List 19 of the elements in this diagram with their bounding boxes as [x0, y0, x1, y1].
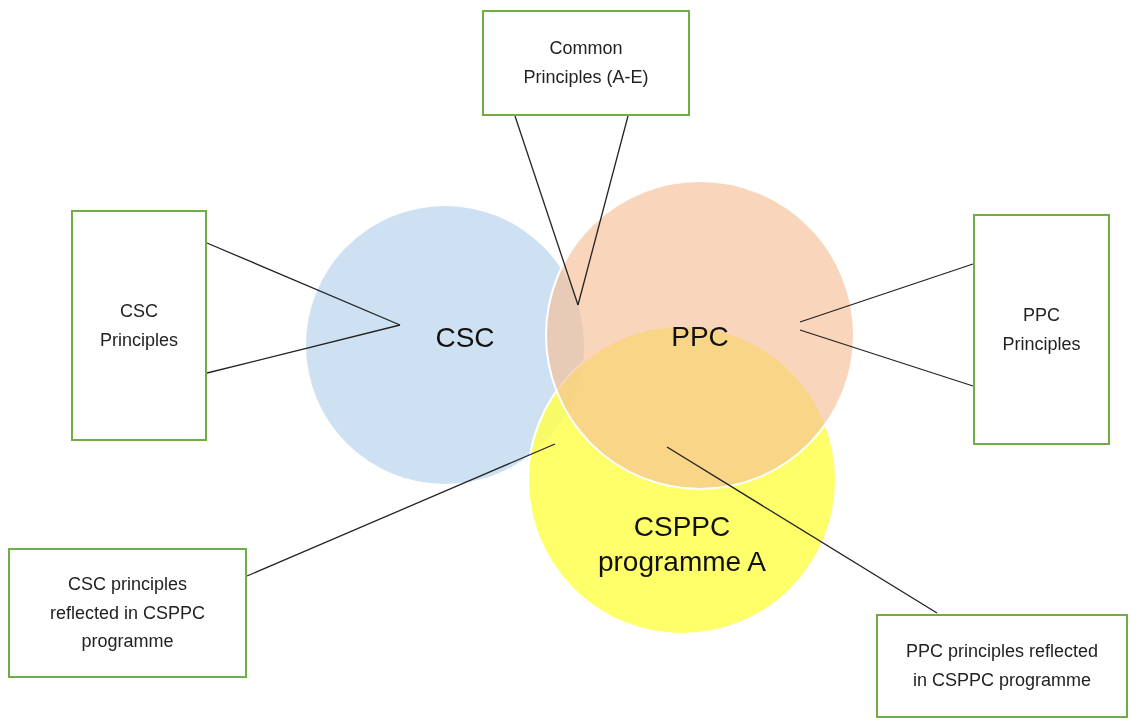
circle-label: PPC [670, 320, 730, 354]
leader-line [246, 443, 556, 577]
callout-box: CSC Principles [71, 210, 207, 441]
leader-line [206, 242, 401, 326]
leader-line [206, 324, 401, 374]
callout-box: PPC Principles [973, 214, 1110, 445]
circle-label: CSC [434, 321, 496, 355]
callout-box: Common Principles (A-E) [482, 10, 690, 116]
venn-circle [545, 180, 855, 490]
venn-circle [527, 325, 837, 635]
circle-label: CSPPC programme A [596, 510, 768, 579]
leader-line [577, 115, 629, 306]
leader-line [799, 329, 974, 387]
leader-line [666, 446, 938, 614]
callout-box: CSC principles reflected in CSPPC programme [8, 548, 247, 678]
venn-circle [305, 205, 585, 485]
leader-line [514, 115, 579, 306]
leader-line [799, 263, 974, 323]
callout-box: PPC principles reflected in CSPPC programme [876, 614, 1128, 718]
